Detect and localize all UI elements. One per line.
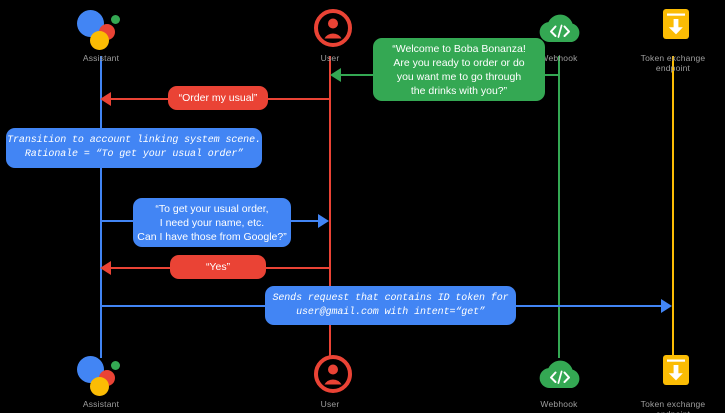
actor-label-assistant: Assistant [82,399,120,409]
actor-label-webhook: Webhook [540,399,578,409]
arrow-head-yes [100,261,111,275]
assistant-dot-yellow [90,377,109,396]
person-circle-icon [306,352,354,396]
actor-label-token-endpoint: Token exchange endpoint [640,399,706,413]
google-assistant-icon [77,6,125,50]
actor-webhook-bottom: Webhook [504,352,614,409]
message-bubble-ask-for-name: “To get your usual order, I need your na… [133,198,291,247]
lifeline-webhook [558,56,560,358]
actor-user-top: User [275,6,385,63]
cloud-code-icon [535,6,583,50]
cloud-code-glyph [539,360,580,388]
person-circle-glyph [314,9,352,47]
message-bubble-order-my-usual: “Order my usual” [168,86,268,110]
lifeline-user [329,56,331,358]
message-note-sends-request: Sends request that contains ID token for… [265,286,516,325]
message-bubble-welcome: “Welcome to Boba Bonanza! Are you ready … [373,38,545,101]
message-note-transition: Transition to account linking system sce… [6,128,262,168]
download-box-icon [649,352,697,396]
actor-token-endpoint-top: Token exchange endpoint [618,6,725,73]
actor-label-user: User [320,53,340,63]
arrow-head-order-my-usual [100,92,111,106]
lifeline-token-endpoint [672,56,674,358]
actor-label-user: User [320,399,340,409]
cloud-code-glyph [539,14,580,42]
person-circle-glyph [314,355,352,393]
assistant-dot-yellow [90,31,109,50]
download-box-glyph [663,355,689,385]
assistant-dot-green [111,361,120,370]
arrow-head-ask-for-name [318,214,329,228]
lifeline-assistant [100,56,102,358]
actor-token-endpoint-bottom: Token exchange endpoint [618,352,725,413]
actor-assistant-bottom: Assistant [46,352,156,409]
assistant-dot-green [111,15,120,24]
message-bubble-yes: “Yes” [170,255,266,279]
actor-webhook-top: Webhook [504,6,614,63]
actor-label-webhook: Webhook [540,53,578,63]
arrow-head-welcome [330,68,341,82]
actor-assistant-top: Assistant [46,6,156,63]
arrow-head-sends-request [661,299,672,313]
google-assistant-icon [77,352,125,396]
download-box-icon [649,6,697,50]
cloud-code-icon [535,352,583,396]
actor-label-token-endpoint: Token exchange endpoint [640,53,706,73]
person-circle-icon [306,6,354,50]
download-box-glyph [663,9,689,39]
actor-user-bottom: User [275,352,385,409]
actor-label-assistant: Assistant [82,53,120,63]
